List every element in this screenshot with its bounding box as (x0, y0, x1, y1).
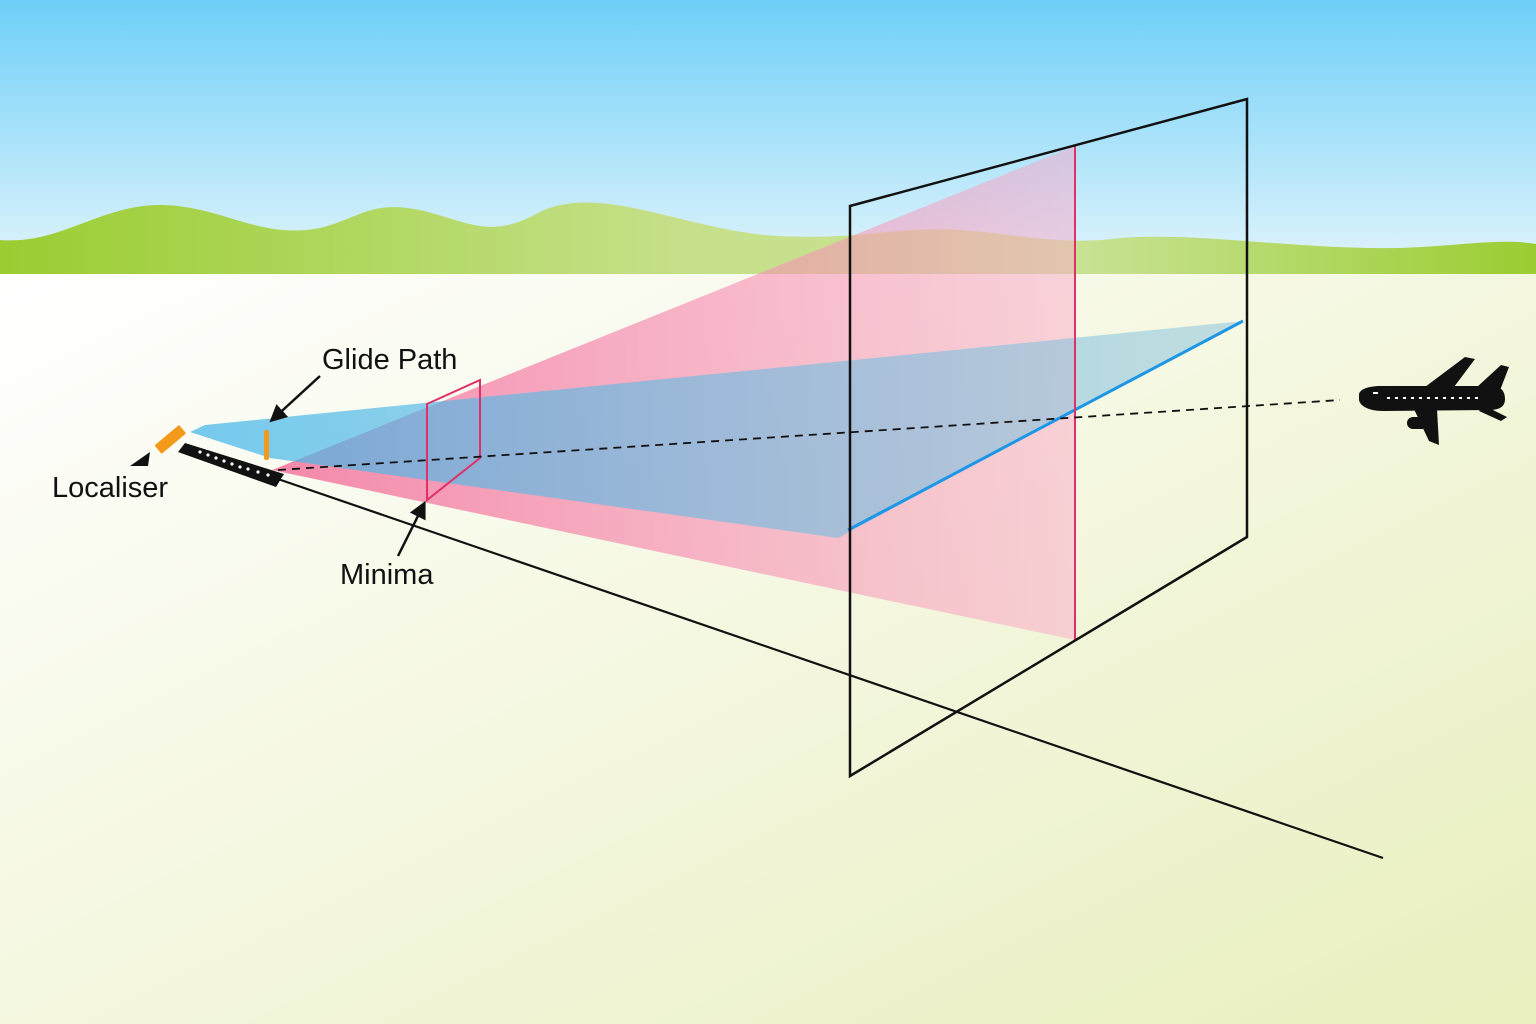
glide-path-antenna-icon (264, 430, 269, 460)
glide-path-beam (190, 321, 1243, 538)
localiser-label: Localiser (52, 472, 168, 504)
glide-path-arrow (269, 375, 321, 423)
glide-path-label: Glide Path (322, 344, 457, 376)
localiser-antenna-icon (154, 425, 186, 454)
runway-icon (178, 443, 284, 487)
localiser-pointer (130, 452, 150, 466)
approach-path-dashed (277, 399, 1341, 471)
glide-path-line (847, 319, 1244, 532)
minima-arrow (396, 500, 426, 557)
minima-box (426, 378, 481, 503)
airplane-icon (1359, 357, 1509, 445)
reference-plane-frame (848, 97, 1249, 779)
ground-centerline (274, 476, 1384, 860)
minima-label: Minima (340, 559, 434, 591)
hills (0, 202, 1536, 275)
